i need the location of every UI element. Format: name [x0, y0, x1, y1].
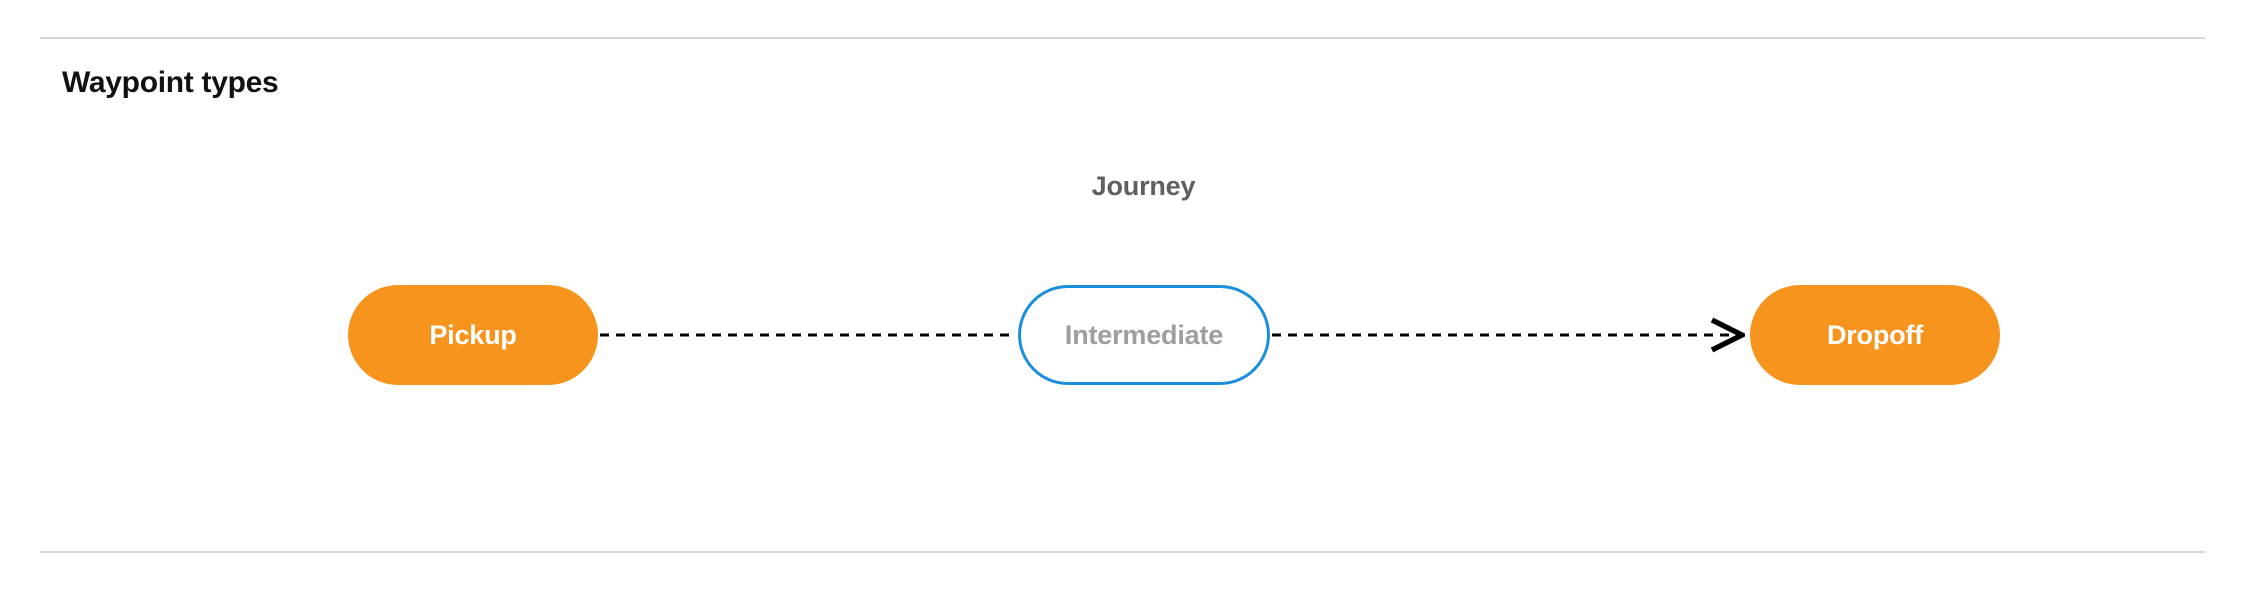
diagram-title: Journey: [1091, 171, 1196, 201]
page-title: Waypoint types: [62, 66, 279, 99]
diagram-edges: [600, 100, 2245, 520]
section-divider-top: [40, 37, 2205, 39]
node-pickup-label: Pickup: [429, 319, 517, 350]
section-divider-bottom: [40, 551, 2205, 553]
journey-diagram: Journey Pickup Intermediate Dropoff: [0, 100, 2245, 520]
node-intermediate-label: Intermediate: [1064, 319, 1224, 350]
node-pickup[interactable]: Pickup: [348, 285, 598, 385]
node-dropoff[interactable]: Dropoff: [1750, 285, 2000, 385]
node-intermediate[interactable]: Intermediate: [1018, 285, 1270, 385]
node-dropoff-label: Dropoff: [1826, 319, 1924, 350]
